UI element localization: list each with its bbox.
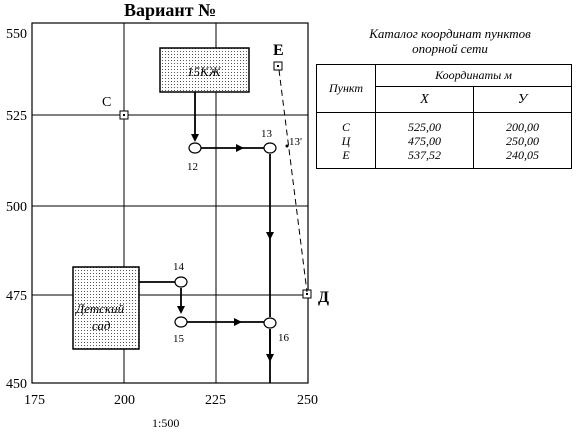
header-point: Пункт — [316, 64, 376, 113]
traverse-point-16-label: 16 — [278, 332, 290, 344]
y-tick-label: 525 — [6, 109, 27, 124]
traverse-point-15-circle — [174, 316, 188, 328]
y-tick-label: 450 — [6, 377, 27, 392]
traverse-point-13-circle — [263, 142, 277, 154]
control-point-d-marker-dot — [306, 293, 308, 295]
y-values-cell: 200,00 250,00 240,05 — [472, 112, 573, 169]
y-tick-label: 500 — [6, 200, 27, 215]
traverse-point-13p-label: 13' — [289, 136, 302, 148]
x-value: 475,00 — [407, 133, 441, 148]
x-tick-label: 225 — [205, 393, 226, 408]
traverse-point-15-label: 15 — [173, 333, 185, 345]
y-value: 200,00 — [505, 119, 539, 134]
control-point-e-marker-dot — [277, 65, 279, 67]
traverse-point-14-circle — [174, 276, 188, 288]
x-tick-label: 175 — [24, 393, 45, 408]
y-value: 250,00 — [505, 133, 539, 148]
point-name: Е — [342, 147, 350, 162]
building-kindergarten — [72, 266, 140, 350]
traverse-point-16-circle — [263, 317, 277, 329]
catalog-title-line1: Каталог координат пунктов — [369, 26, 531, 41]
plot-frame — [31, 22, 309, 384]
traverse-point-13p-dot — [285, 144, 289, 148]
point-name: С — [341, 119, 350, 134]
catalog-title: Каталог координат пунктов опорной сети — [330, 26, 570, 56]
building-15kzh-label: 15КЖ — [187, 64, 222, 79]
traverse-point-12-label: 12 — [187, 161, 198, 173]
coordinates-catalog-table: Пункт Координаты м Х У С Ц Е 525,00 475,… — [316, 64, 573, 169]
control-point-c-marker-dot — [123, 114, 125, 116]
scale-label: 1:500 — [152, 416, 180, 430]
traverse-point-14-label: 14 — [173, 261, 185, 273]
x-values-cell: 525,00 475,00 537,52 — [375, 112, 474, 169]
building-15kzh — [159, 47, 250, 93]
traverse-point-13-label: 13 — [261, 128, 273, 140]
reference-line-e-d — [278, 69, 308, 293]
control-point-e-label: Е — [273, 42, 284, 59]
y-tick-label: 550 — [6, 27, 27, 42]
control-point-c-label: С — [102, 95, 111, 110]
y-value: 240,05 — [505, 147, 539, 162]
x-value: 525,00 — [407, 119, 441, 134]
control-point-d-label: Д — [318, 289, 329, 306]
kindergarten-label-line1: Детский — [74, 301, 125, 316]
y-tick-label: 475 — [6, 289, 27, 304]
x-tick-label: 250 — [297, 393, 318, 408]
point-names-cell: С Ц Е — [316, 112, 376, 169]
x-tick-label: 200 — [114, 393, 135, 408]
page-title: Вариант № — [124, 0, 217, 20]
traverse-point-12-circle — [188, 142, 202, 154]
kindergarten-label-line2: сад — [92, 318, 111, 333]
point-name: Ц — [341, 133, 351, 148]
x-value: 537,52 — [407, 147, 441, 162]
catalog-title-line2: опорной сети — [412, 41, 488, 56]
